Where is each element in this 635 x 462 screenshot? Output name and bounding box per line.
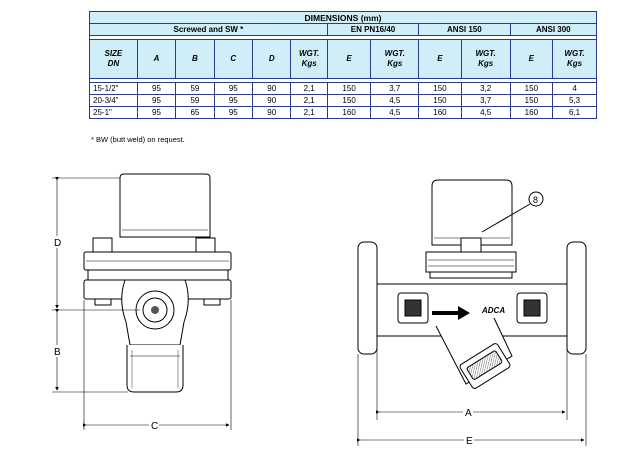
table-cell: 2,1 [290, 106, 328, 119]
table-cell: 3,7 [370, 82, 420, 95]
side-view [83, 173, 232, 393]
table-cell: 65 [175, 106, 215, 119]
logo-text: ADCA [481, 306, 505, 315]
table-cell: 160 [509, 106, 554, 119]
label-e: E [466, 436, 473, 447]
column-header: D [252, 39, 292, 79]
table-cell: 6,1 [552, 106, 597, 119]
column-header: WGT. Kgs [370, 39, 420, 79]
front-view [357, 179, 587, 389]
column-header: WGT. Kgs [290, 39, 328, 79]
column-header: E [326, 39, 372, 79]
column-header: WGT. Kgs [460, 39, 511, 79]
table-cell: 4,5 [460, 106, 511, 119]
label-b: B [54, 347, 61, 358]
column-header: E [509, 39, 554, 79]
group-ansi150: ANSI 150 [418, 23, 511, 36]
callout-label: 8 [533, 195, 538, 205]
column-header: SIZE DN [89, 39, 138, 79]
right-dimensions [357, 336, 587, 446]
table-cell: 95 [213, 106, 254, 119]
footnote: * BW (butt weld) on request. [91, 135, 185, 144]
column-header: E [418, 39, 462, 79]
group-ansi300: ANSI 300 [509, 23, 598, 36]
table-cell: 90 [252, 106, 292, 119]
table-cell: 25-1" [89, 106, 138, 119]
group-en: EN PN16/40 [326, 23, 420, 36]
dimensions-table: DIMENSIONS (mm) Screwed and SW * EN PN16… [89, 11, 598, 119]
label-a: A [465, 408, 472, 419]
label-d: D [54, 238, 61, 249]
label-c: C [151, 421, 158, 432]
column-header: C [213, 39, 254, 79]
group-screwed: Screwed and SW * [89, 23, 328, 36]
table-cell: 4,5 [370, 106, 420, 119]
column-header: WGT. Kgs [552, 39, 597, 79]
column-header: B [175, 39, 215, 79]
